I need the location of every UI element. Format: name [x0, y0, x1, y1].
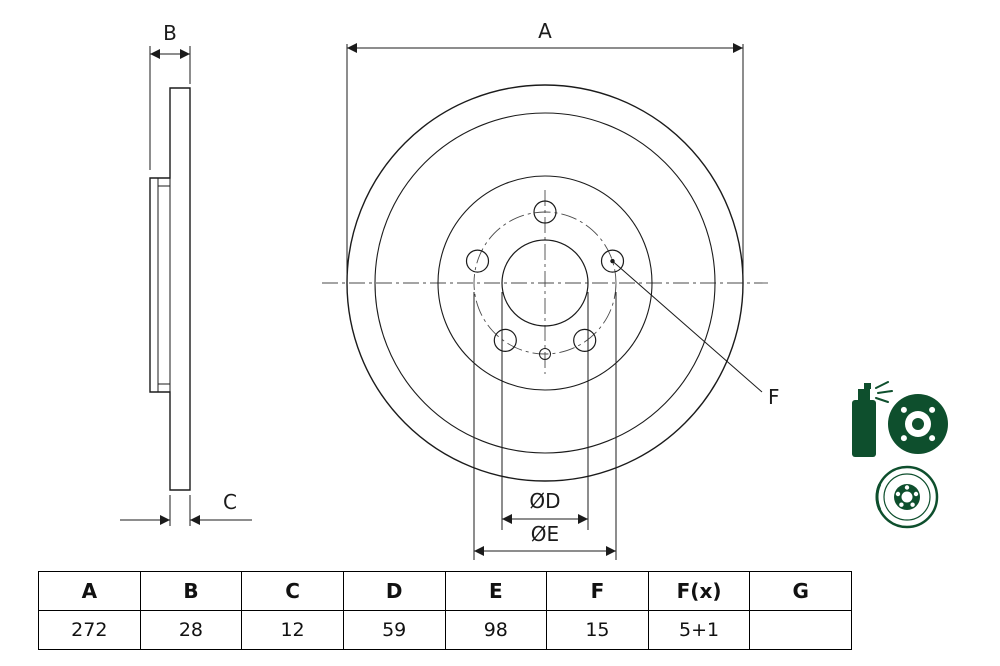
header-cell-b: B [139, 571, 243, 611]
spray-coated-disc-icon [852, 381, 948, 457]
dim-label-e: ØE [531, 522, 559, 546]
brake-disc-icon [875, 465, 939, 529]
spec-table-value-row: 272 28 12 59 98 15 5+1 [38, 610, 852, 650]
dim-label-d: ØD [529, 489, 560, 513]
bolt-hole [493, 328, 517, 352]
value-cell-b: 28 [139, 610, 243, 650]
header-cell-d: D [342, 571, 446, 611]
header-cell-e: E [444, 571, 548, 611]
dimension-b [149, 46, 191, 170]
dimension-e [473, 292, 617, 560]
value-cell-fx: 5+1 [647, 610, 751, 650]
dim-label-f: F [768, 385, 780, 409]
dim-label-c: C [223, 490, 237, 514]
header-cell-c: C [241, 571, 344, 611]
dim-label-a: A [538, 19, 552, 43]
dimension-c [120, 495, 252, 526]
spec-table: A B C D E F F(x) G 272 28 12 59 98 15 5+… [38, 571, 852, 650]
bolt-hole [573, 328, 597, 352]
bolt-hole [600, 249, 625, 273]
outer-diameter-circle [346, 84, 744, 482]
value-cell-c: 12 [241, 610, 344, 650]
disc-side-view [149, 87, 191, 491]
hat-circle [437, 175, 653, 391]
center-bore-circle [501, 239, 589, 327]
bolt-hole [533, 200, 557, 224]
value-cell-f: 15 [546, 610, 649, 650]
friction-band-inner-circle [374, 112, 716, 454]
value-cell-g [749, 610, 852, 650]
bolt-hole [465, 249, 490, 273]
dimension-d [501, 292, 589, 530]
spec-table-header-row: A B C D E F F(x) G [38, 571, 852, 611]
bolt-circle-centerline [473, 211, 617, 355]
header-cell-f: F [546, 571, 649, 611]
dim-label-b: B [163, 21, 177, 45]
value-cell-a: 272 [38, 610, 141, 650]
header-cell-g: G [749, 571, 852, 611]
header-cell-fx: F(x) [647, 571, 751, 611]
locating-pin-hole [539, 348, 551, 360]
disc-front-view [322, 84, 768, 482]
value-cell-e: 98 [444, 610, 548, 650]
technical-drawing: B C [120, 19, 948, 560]
header-cell-a: A [38, 571, 141, 611]
value-cell-d: 59 [342, 610, 446, 650]
dimension-f-leader [610, 258, 763, 393]
dimension-a [346, 43, 744, 278]
